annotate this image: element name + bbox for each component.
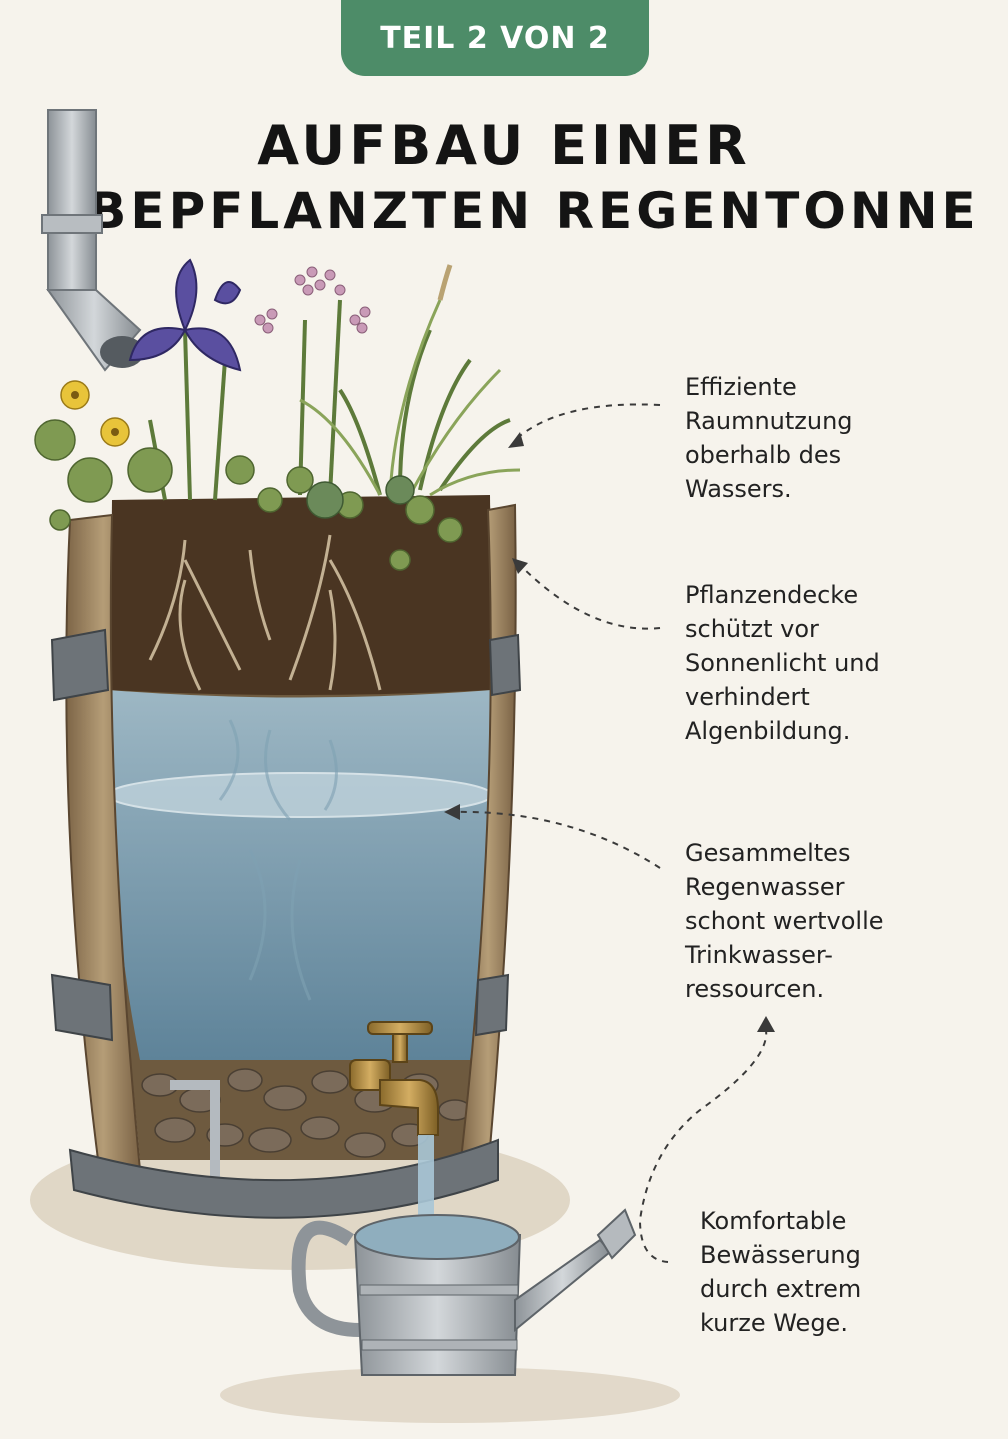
arrowhead-cover	[512, 558, 528, 574]
downpipe	[41, 109, 144, 372]
callout-line-watering	[638, 1029, 768, 1263]
water-body	[108, 690, 494, 1060]
plants	[34, 258, 521, 571]
callout-line-water	[454, 810, 661, 869]
title-line-1: AUFBAU EINER	[257, 114, 751, 177]
barrel-hoops	[50, 628, 522, 1219]
soil-layer	[110, 495, 492, 695]
callout-line-cover	[519, 564, 661, 630]
ground-shadow-2	[220, 1367, 680, 1423]
annotation-watering: Komfortable Bewässerung durch extrem kur…	[700, 1207, 862, 1337]
arrowhead-water	[444, 804, 460, 820]
arrowhead-watering	[757, 1016, 775, 1032]
roots	[148, 534, 382, 691]
ground-leaves	[34, 419, 463, 571]
annotation-cover: Pflanzendecke schützt vor Sonnenlicht un…	[685, 581, 880, 745]
iris-flower	[128, 258, 242, 372]
inner-pipe	[170, 1080, 220, 1180]
page-title: AUFBAU EINER BEPFLANZTEN REGENTONNE	[0, 112, 1008, 242]
arrowhead-space	[508, 432, 524, 448]
pink-flower-clusters	[254, 266, 371, 334]
part-badge: TEIL 2 VON 2	[341, 0, 649, 76]
title-line-2: BEPFLANZTEN REGENTONNE	[88, 181, 980, 240]
grass	[299, 299, 521, 497]
callout-line-space	[514, 403, 661, 441]
callout-lines	[454, 403, 768, 1263]
watering-can	[291, 1208, 637, 1376]
water-surface	[107, 772, 493, 818]
annotation-space: Effiziente Raumnutzung oberhalb des Wass…	[685, 373, 853, 503]
grass-seedhead	[437, 264, 453, 301]
succulents	[306, 475, 415, 519]
water-reflections	[218, 719, 338, 1001]
water-tap	[349, 1021, 439, 1136]
callout-arrowheads	[444, 432, 775, 1032]
annotation-water: Gesammeltes Regenwasser schont wertvolle…	[685, 839, 884, 1003]
